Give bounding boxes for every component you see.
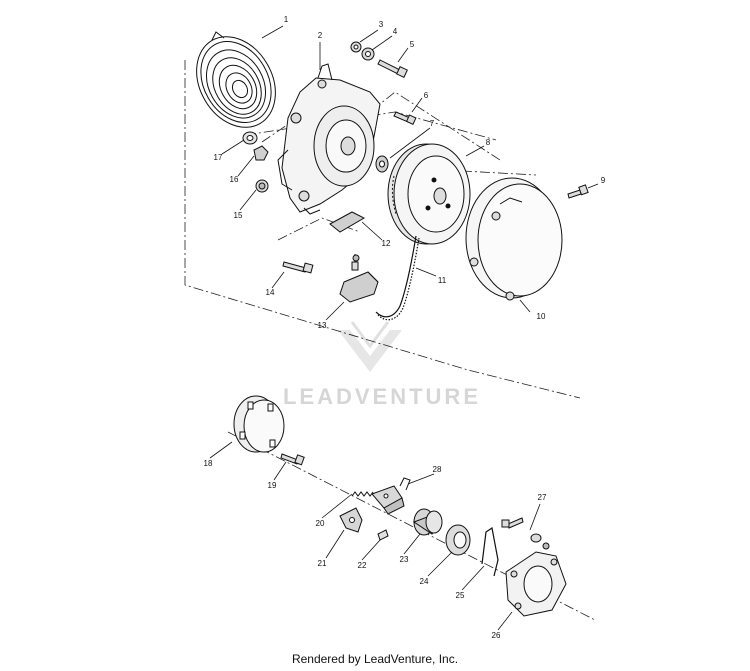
footer-credit: Rendered by LeadVenture, Inc. — [291, 652, 459, 666]
part-bolt-top — [377, 59, 408, 78]
callout-15: 15 — [234, 211, 243, 220]
callout-17: 17 — [214, 153, 223, 162]
part-starter-housing — [277, 63, 381, 215]
callout-13: 13 — [318, 321, 327, 330]
callout-18: 18 — [204, 459, 213, 468]
part-bolt-19 — [280, 453, 305, 466]
callout-20: 20 — [316, 519, 325, 528]
part-spring-20 — [351, 491, 374, 497]
callout-12: 12 — [382, 239, 391, 248]
callout-25: 25 — [456, 591, 465, 600]
callout-27: 27 — [538, 493, 547, 502]
callout-10: 10 — [537, 312, 546, 321]
part-bushing-15 — [255, 179, 269, 193]
part-drum-23 — [412, 508, 443, 536]
part-wire-spring-25 — [481, 526, 499, 577]
part-bolt-6 — [393, 111, 417, 125]
callout-8: 8 — [486, 138, 491, 147]
part-fitting-16 — [253, 145, 269, 161]
leader-lines — [209, 25, 599, 631]
callout-23: 23 — [400, 555, 409, 564]
part-washer-7 — [375, 155, 389, 173]
part-bolt-14 — [282, 261, 314, 274]
part-washer-top — [361, 47, 375, 61]
callout-numbers: 1 2 3 4 5 6 7 8 9 10 11 12 13 14 15 16 1… — [204, 15, 606, 640]
callout-6: 6 — [424, 91, 429, 100]
part-bearing-24 — [445, 524, 471, 556]
part-starter-handle — [339, 254, 379, 303]
callout-9: 9 — [601, 176, 606, 185]
callout-16: 16 — [230, 175, 239, 184]
callout-11: 11 — [438, 276, 447, 285]
watermark: LEADVENTURE — [283, 321, 481, 409]
callout-3: 3 — [379, 20, 384, 29]
callout-14: 14 — [266, 288, 275, 297]
part-recoil-spring — [196, 31, 276, 128]
part-nut-top — [350, 41, 362, 53]
part-rope-guide — [329, 211, 366, 233]
callout-22: 22 — [358, 561, 367, 570]
part-flange-plate-26 — [505, 551, 567, 617]
watermark-text: LEADVENTURE — [283, 384, 481, 409]
part-starter-rope — [375, 235, 420, 321]
part-ratchet-assembly — [371, 477, 411, 515]
part-pulley — [387, 143, 471, 245]
part-ring-18 — [233, 395, 285, 453]
part-pin-22 — [377, 529, 389, 541]
part-pawl-21 — [339, 507, 363, 533]
callout-1: 1 — [284, 15, 289, 24]
callout-5: 5 — [410, 40, 415, 49]
callout-4: 4 — [393, 27, 398, 36]
callout-2: 2 — [318, 31, 323, 40]
part-bolt-27 — [501, 517, 550, 550]
callout-19: 19 — [268, 481, 277, 490]
part-starter-cover — [465, 177, 563, 301]
callout-28: 28 — [433, 465, 442, 474]
callout-24: 24 — [420, 577, 429, 586]
part-washer-17 — [242, 131, 258, 145]
part-bolt-9 — [567, 184, 589, 199]
callout-26: 26 — [492, 631, 501, 640]
callout-7: 7 — [430, 119, 435, 128]
callout-21: 21 — [318, 559, 327, 568]
